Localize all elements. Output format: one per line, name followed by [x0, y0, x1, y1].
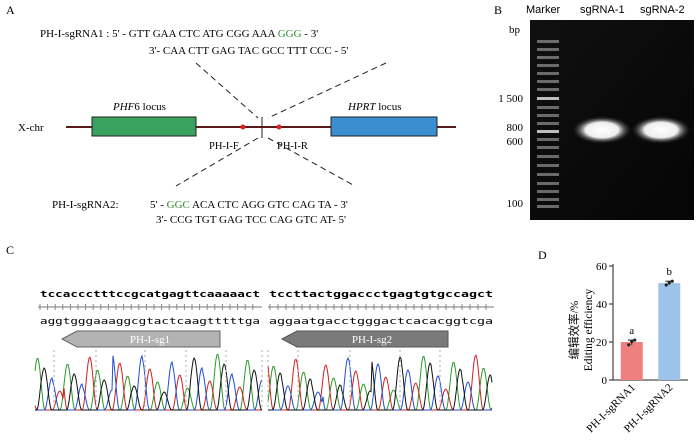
sgrna2-pam: GGC — [167, 199, 190, 211]
y-tick-label: 40 — [596, 299, 608, 311]
phf6-locus-label: PHF6 locus — [112, 101, 166, 113]
ladder-band — [537, 190, 559, 193]
svg-text:PH-I-sgRNA2:: PH-I-sgRNA2: — [52, 199, 119, 211]
sg1-arrow-label: PH-I-sg1 — [130, 334, 170, 346]
ladder-band — [537, 146, 559, 149]
sgrna2-sequence: PH-I-sgRNA2: 5' - GGC ACA CTC AGG GTC CA… — [52, 199, 348, 226]
panel-a-label: A — [6, 3, 15, 17]
sgrna2-band — [631, 116, 691, 144]
ladder-band — [537, 56, 559, 59]
data-point — [664, 283, 668, 287]
primer-f-label: PH-I-F — [209, 141, 239, 152]
size-label-600: 600 — [507, 136, 524, 148]
primer-r-label: PH-I-R — [277, 141, 308, 152]
sgrna1-pam: GGG — [278, 28, 302, 40]
chromatogram-trace — [268, 355, 493, 411]
hprt-locus-box — [330, 116, 438, 137]
chromatogram-trace — [35, 357, 263, 411]
zoom-line — [175, 137, 259, 187]
y-tick-label: 60 — [596, 261, 608, 273]
sgrna1-top-strand: 5' - GTT GAA CTC ATG CGG AAA — [112, 28, 278, 40]
significance-label: a — [629, 325, 634, 337]
right-reverse-sequence: aggaatgacctgggactcacacggtcga — [269, 317, 493, 327]
bar — [620, 342, 643, 380]
ladder-band — [537, 138, 559, 141]
ladder-band — [537, 130, 559, 133]
bp-unit-label: bp — [509, 24, 521, 36]
svg-text:PH-I-sgRNA1 : 5' - GTT GAA CTC: PH-I-sgRNA1 : 5' - GTT GAA CTC ATG CGG A… — [40, 28, 318, 40]
sg2-arrow — [280, 330, 449, 348]
y-tick-label: 0 — [602, 375, 608, 387]
ladder-band — [537, 106, 559, 109]
sg1-arrow — [60, 330, 221, 348]
ladder-band — [537, 40, 559, 43]
primer-f-dot — [240, 124, 246, 130]
ladder-band — [537, 88, 559, 91]
hprt-locus-label: HPRT locus — [347, 101, 401, 113]
size-label-100: 100 — [507, 198, 524, 210]
ladder-band — [537, 48, 559, 51]
ladder-band — [537, 72, 559, 75]
ladder-band — [537, 198, 559, 201]
sgrna1-sequence: PH-I-sgRNA1 : 5' - GTT GAA CTC ATG CGG A… — [40, 28, 348, 57]
chromatogram-trace — [267, 354, 492, 411]
y-axis-label-cn: 编辑效率/% — [567, 300, 581, 359]
data-point — [630, 339, 634, 344]
ladder-band — [537, 80, 559, 83]
significance-label: b — [667, 266, 673, 278]
y-axis-label-en: Editing efficiency — [583, 289, 595, 372]
chromatogram-trace — [268, 356, 493, 411]
ladder-band — [537, 182, 559, 185]
primer-r-dot — [276, 124, 282, 130]
ladder-band — [537, 114, 559, 117]
ladder-band — [537, 97, 559, 100]
lane2-label: sgRNA-2 — [640, 4, 685, 16]
sg2-arrow-label: PH-I-sg2 — [352, 334, 392, 346]
ladder-band — [537, 205, 559, 208]
marker-ladder — [537, 40, 559, 208]
sgrna2-top-strand: ACA CTC AGG GTC CAG TA - 3' — [190, 199, 348, 211]
left-reverse-sequence: aggtgggaaaggcgtactcaagtttttga — [40, 317, 260, 327]
marker-lane-label: Marker — [526, 4, 561, 16]
chromosome-label: X-chr — [18, 122, 44, 134]
sgrna2-bottom-strand: 3'- CCG TGT GAG TCC CAG GTC AT- 5' — [156, 214, 346, 226]
lane1-label: sgRNA-1 — [580, 4, 625, 16]
y-tick-label: 20 — [596, 337, 608, 349]
peak-guides — [53, 350, 441, 410]
sgrna1-label: PH-I-sgRNA1 : — [40, 28, 112, 40]
ladder-band — [537, 164, 559, 167]
left-forward-sequence: tccaccctttccgcatgagttcaaaaact — [40, 290, 260, 300]
chromatogram-trace — [35, 354, 263, 411]
panel-c-label: C — [6, 243, 14, 257]
data-point — [627, 343, 631, 347]
ladder-band — [537, 64, 559, 67]
zoom-line — [195, 62, 259, 119]
bar — [658, 283, 681, 380]
sgrna2-label: PH-I-sgRNA2: — [52, 199, 119, 211]
ladder-band — [537, 122, 559, 125]
data-point — [667, 281, 671, 285]
panel-b-label: B — [494, 3, 502, 17]
ladder-band — [537, 173, 559, 176]
svg-text:5' - GGC ACA CTC AGG GTC CAG T: 5' - GGC ACA CTC AGG GTC CAG TA - 3' — [150, 199, 348, 211]
zoom-line — [267, 62, 387, 119]
size-label-800: 800 — [507, 122, 524, 134]
sequence-axis-ticks — [39, 304, 487, 310]
zoom-line — [267, 137, 356, 187]
sgrna1-bottom-strand: 3'- CAA CTT GAG TAC GCC TTT CCC - 5' — [149, 45, 348, 57]
right-forward-sequence: tccttactggaccctgagtgtgccagct — [269, 290, 493, 300]
chromatogram — [34, 354, 493, 411]
sgrna1-band — [572, 116, 632, 144]
size-label-1500: 1 500 — [498, 93, 523, 105]
data-point — [633, 338, 637, 342]
data-point — [670, 279, 674, 283]
sgrna1-top-end: - 3' — [302, 28, 319, 40]
ladder-band — [537, 155, 559, 158]
panel-d-label: D — [538, 248, 547, 262]
phf6-locus-box — [91, 116, 197, 137]
